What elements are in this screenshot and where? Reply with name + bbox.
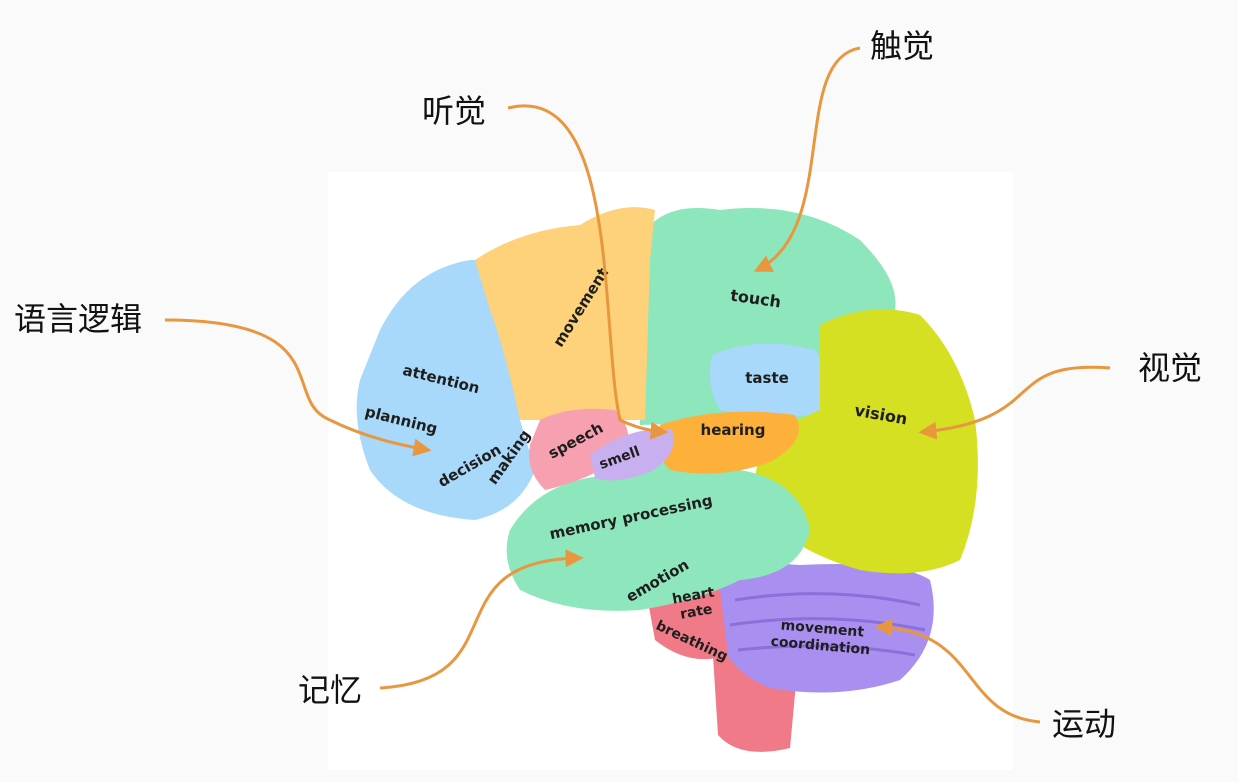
callout-motor: 运动 bbox=[1052, 705, 1117, 743]
callout-touch: 触觉 bbox=[870, 27, 935, 65]
arrow-motor bbox=[874, 618, 1041, 724]
arrow-touch bbox=[753, 46, 861, 272]
callout-vision: 视觉 bbox=[1138, 349, 1203, 387]
callout-language-logic: 语言逻辑 bbox=[14, 300, 143, 338]
smell-region bbox=[590, 429, 674, 481]
label-taste: taste bbox=[745, 369, 789, 387]
label-hearing: hearing bbox=[701, 421, 766, 439]
temporal-region bbox=[506, 461, 810, 611]
hearing-region bbox=[656, 411, 800, 474]
motor-region bbox=[475, 207, 655, 420]
arrow-memory bbox=[379, 549, 584, 690]
speech-region bbox=[529, 408, 629, 490]
arrow-language bbox=[164, 318, 432, 457]
frontal-region bbox=[356, 260, 535, 520]
label-rate: rate bbox=[679, 601, 714, 622]
occipital-region bbox=[755, 309, 978, 574]
label-movement-2: movement bbox=[780, 617, 865, 640]
parietal-region bbox=[640, 208, 896, 425]
label-heart: heart bbox=[671, 584, 716, 607]
callout-hearing: 听觉 bbox=[422, 92, 487, 130]
arrow-vision bbox=[918, 365, 1111, 440]
taste-region bbox=[709, 343, 833, 418]
arrow-hearing bbox=[507, 104, 669, 440]
callout-memory: 记忆 bbox=[298, 671, 363, 709]
